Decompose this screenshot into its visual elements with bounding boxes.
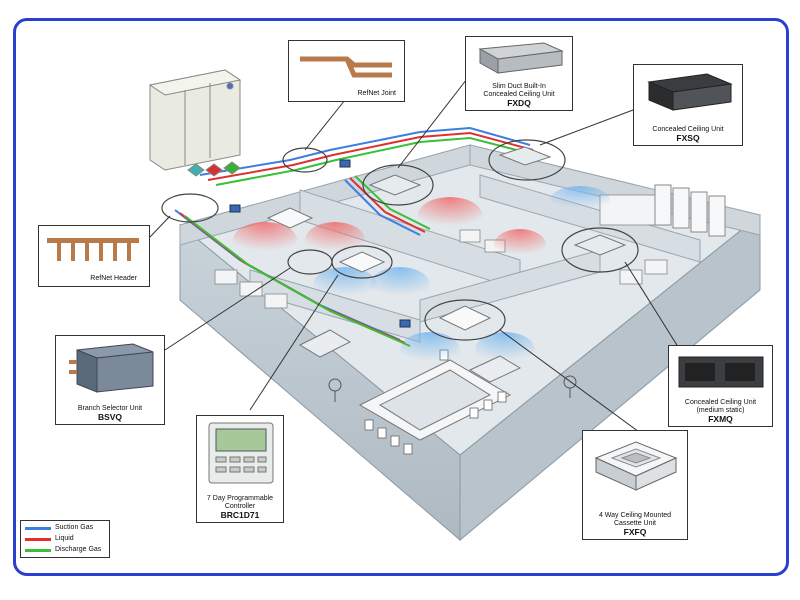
cassette-unit-1	[266, 207, 314, 229]
legend-item-liquid: Liquid	[25, 535, 109, 543]
callout-bsvq: Branch Selector Unit BSVQ	[55, 335, 165, 425]
refnet-joint-label: RefNet Joint	[357, 90, 396, 97]
programmable-controller-icon	[208, 422, 274, 484]
legend-swatch-discharge	[25, 549, 51, 552]
pipe-liquid	[207, 131, 534, 181]
legend-swatch-suction	[25, 527, 51, 530]
fxmq-line1: Concealed Ceiling Unit	[684, 399, 757, 406]
branch-selector-unit-icon	[69, 343, 154, 393]
cabinets	[654, 184, 726, 237]
fxmq-code: FXMQ	[708, 414, 733, 424]
duct-unit-2	[498, 146, 552, 166]
legend-item-suction: Suction Gas	[25, 524, 109, 532]
fxdq-code: FXDQ	[507, 98, 531, 108]
callout-refnet-joint: RefNet Joint	[288, 40, 405, 102]
pipe-discharge	[215, 136, 537, 186]
brc-code: BRC1D71	[220, 510, 260, 520]
legend-swatch-liquid	[25, 538, 51, 541]
brc-line2: Controller	[224, 503, 256, 510]
fxmq-line2: (medium static)	[696, 407, 745, 414]
concealed-ceiling-unit-icon	[647, 73, 733, 111]
bsvq-line1: Branch Selector Unit	[77, 405, 143, 412]
callout-refnet-header: RefNet Header	[38, 225, 150, 287]
cassette-unit-2	[338, 251, 386, 273]
slim-duct-unit-icon	[478, 42, 564, 74]
building-wall-back-left	[179, 144, 471, 246]
outdoor-unit	[148, 69, 242, 177]
building-wall-right	[459, 213, 761, 542]
callout-fxdq: Slim Duct Built-In Concealed Ceiling Uni…	[465, 36, 573, 111]
pipe-suction	[199, 126, 531, 176]
pipe-legend: Suction Gas Liquid Discharge Gas	[20, 520, 110, 558]
duct-unit-1	[368, 174, 422, 196]
callout-brc1d71: 7 Day Programmable Controller BRC1D71	[196, 415, 284, 523]
fxfq-line1: 4 Way Ceiling Mounted	[598, 512, 672, 519]
refnet-joint-icon	[300, 56, 392, 78]
bsvq-code: BSVQ	[97, 412, 123, 422]
duct-unit-3	[573, 234, 627, 256]
indoor-units	[266, 146, 627, 331]
refrigerant-pipes	[174, 126, 537, 347]
cassette-unit-3	[438, 305, 492, 331]
concealed-medium-static-unit-icon	[678, 356, 764, 388]
cassette-unit-icon	[594, 441, 678, 491]
leader-lines	[149, 74, 681, 441]
refnet-header-label: RefNet Header	[90, 275, 137, 282]
refnet-header-icon	[47, 238, 139, 261]
legend-item-discharge: Discharge Gas	[25, 546, 109, 554]
legend-label-liquid: Liquid	[55, 535, 74, 542]
fxfq-code: FXFQ	[623, 527, 647, 537]
branch-selector-units	[229, 159, 411, 328]
brc-line1: 7 Day Programmable	[206, 495, 274, 502]
fxdq-line2: Concealed Ceiling Unit	[483, 91, 555, 98]
callout-fxmq: Concealed Ceiling Unit (medium static) F…	[668, 345, 773, 427]
fxdq-line1: Slim Duct Built-In	[492, 83, 546, 90]
highlight-circles	[161, 139, 639, 341]
conference-table	[358, 359, 512, 441]
fxfq-line2: Cassette Unit	[613, 520, 657, 527]
callout-fxfq: 4 Way Ceiling Mounted Cassette Unit FXFQ	[582, 430, 688, 540]
callout-fxsq: Concealed Ceiling Unit FXSQ	[633, 64, 743, 146]
air-flows	[233, 186, 610, 368]
legend-label-suction: Suction Gas	[55, 524, 94, 531]
legend-label-discharge: Discharge Gas	[55, 546, 102, 553]
fxsq-code: FXSQ	[676, 133, 700, 143]
plants	[328, 375, 577, 402]
fxsq-line1: Concealed Ceiling Unit	[652, 126, 724, 133]
